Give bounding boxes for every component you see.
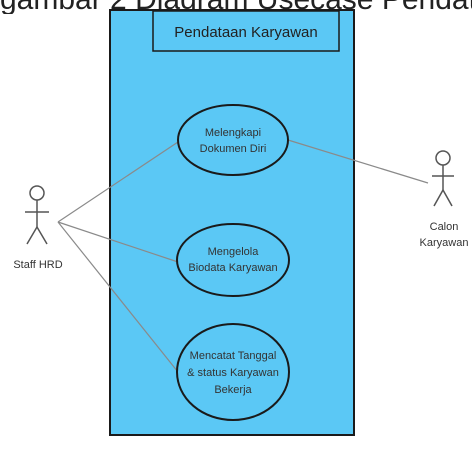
- usecase-ellipse-2[interactable]: [176, 223, 290, 297]
- usecase-ellipse-3[interactable]: [176, 323, 290, 421]
- usecase-1-line-1: Melengkapi: [205, 127, 261, 139]
- association-staff-hrd-uc1: [57, 141, 179, 223]
- actor-staff-hrd-label: Staff HRD: [13, 259, 62, 271]
- actor-calon-karyawan-label-line-1: Calon: [430, 221, 459, 233]
- usecase-3-line-3: Bekerja: [214, 384, 252, 396]
- association-calon-karyawan-uc1: [287, 139, 429, 184]
- actor-staff-hrd[interactable]: [25, 185, 49, 245]
- usecase-1-line-2: Dokumen Diri: [200, 143, 267, 155]
- usecase-3-line-2: & status Karyawan: [187, 367, 279, 379]
- actor-calon-karyawan-label-line-2: Karyawan: [420, 237, 469, 249]
- system-title-box: [152, 10, 340, 52]
- association-staff-hrd-uc3: [57, 221, 179, 373]
- actor-calon-karyawan[interactable]: [432, 150, 454, 207]
- usecase-2-line-1: Mengelola: [208, 246, 260, 258]
- system-title: Pendataan Karyawan: [174, 24, 317, 41]
- usecase-3-line-1: Mencatat Tanggal: [190, 350, 277, 362]
- usecase-2-line-2: Biodata Karyawan: [188, 262, 277, 274]
- usecase-ellipse-1[interactable]: [177, 104, 289, 176]
- association-staff-hrd-uc2: [57, 221, 179, 263]
